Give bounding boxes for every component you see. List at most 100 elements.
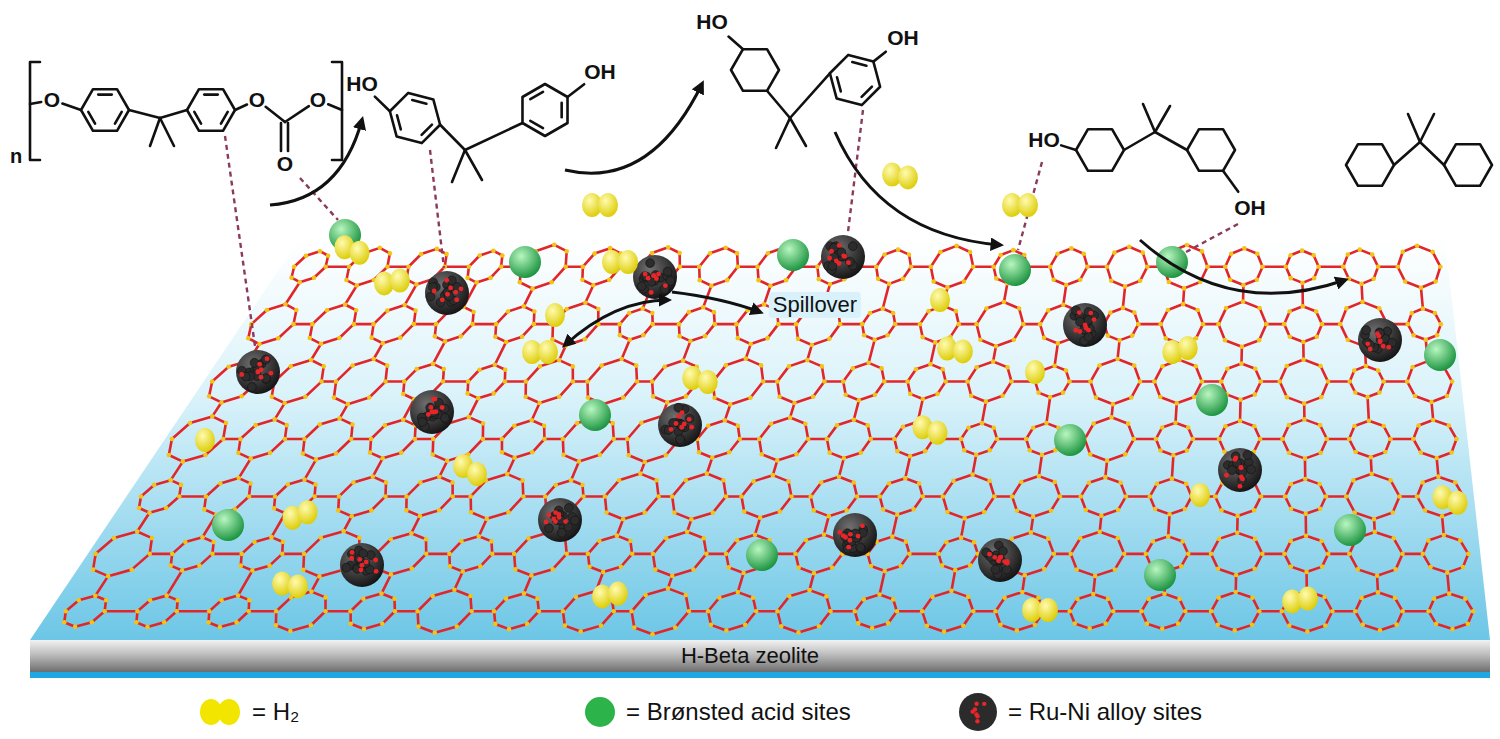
legend-swatch [585, 697, 615, 727]
bond [287, 123, 290, 151]
si-atom [1093, 574, 1098, 579]
alloy-atom [1233, 456, 1238, 461]
si-atom [319, 536, 324, 541]
si-atom [621, 395, 626, 400]
si-atom [991, 264, 996, 269]
leader-line [430, 150, 444, 268]
alloy-atom [679, 425, 684, 430]
si-atom [1259, 379, 1264, 384]
si-atom [1042, 336, 1047, 341]
si-atom [351, 480, 356, 485]
si-atom [1394, 622, 1399, 627]
si-atom [920, 335, 925, 340]
si-atom [1447, 423, 1452, 428]
si-atom [1158, 448, 1163, 453]
alloy-atom [1224, 473, 1229, 478]
si-atom [282, 401, 287, 406]
si-atom [532, 309, 537, 314]
si-atom [1223, 424, 1228, 429]
si-atom [505, 472, 510, 477]
si-atom [908, 392, 913, 397]
metal-atom [642, 272, 651, 281]
si-atom [1458, 538, 1463, 543]
si-atom [1413, 394, 1418, 399]
si-atom [925, 623, 930, 628]
si-atom [688, 339, 693, 344]
particle-body [959, 693, 997, 731]
metal-atom [848, 242, 857, 251]
si-atom [994, 276, 999, 281]
alloy-atom [982, 702, 986, 706]
si-atom [380, 622, 385, 627]
si-atom [1381, 379, 1386, 384]
metal-atom [1002, 565, 1011, 574]
si-atom [1353, 450, 1358, 455]
si-atom [1123, 452, 1128, 457]
metal-atom [436, 298, 445, 307]
si-atom [1048, 264, 1053, 269]
si-atom [650, 251, 655, 256]
si-atom [1300, 281, 1305, 286]
si-atom [779, 624, 784, 629]
si-atom [1146, 597, 1151, 602]
si-atom [435, 247, 440, 252]
si-atom [1288, 539, 1293, 544]
si-atom [385, 363, 390, 368]
si-atom [1415, 494, 1420, 499]
si-atom [1201, 322, 1206, 327]
si-atom [920, 494, 925, 499]
spillover-arrow [672, 292, 760, 312]
alloy-atom [677, 414, 682, 419]
si-atom [1068, 552, 1073, 557]
si-atom [908, 454, 913, 459]
si-atom [269, 535, 274, 540]
atom-label: HO [1028, 128, 1060, 151]
si-atom [443, 339, 448, 344]
bond [285, 106, 309, 122]
si-atom [493, 363, 498, 368]
atom-label: OH [584, 60, 616, 83]
si-atom [1238, 419, 1243, 424]
spillover-arrow [565, 300, 668, 345]
si-atom [1215, 623, 1220, 628]
alloy-atom [856, 534, 861, 539]
alloy-atom [557, 515, 562, 520]
si-atom [685, 529, 690, 534]
alloy-atom [992, 555, 997, 560]
si-atom [318, 249, 323, 254]
metal-atom [564, 504, 573, 513]
si-atom [557, 358, 562, 363]
si-atom [1426, 538, 1431, 543]
si-atom [882, 252, 887, 257]
si-atom [1113, 567, 1118, 572]
si-atom [1185, 243, 1190, 248]
alloy-atom [265, 356, 270, 361]
si-atom [812, 571, 817, 576]
si-atom [354, 283, 359, 288]
si-atom [626, 453, 631, 458]
si-atom [1453, 480, 1458, 485]
si-atom [1031, 425, 1036, 430]
process-label: Spillover [769, 292, 861, 318]
si-atom [931, 279, 936, 284]
metal-atom [845, 257, 854, 266]
si-atom [307, 336, 312, 341]
ru-ni-particle [340, 543, 384, 587]
si-atom [683, 478, 688, 483]
si-atom [1255, 251, 1260, 256]
si-atom [301, 451, 306, 456]
si-atom [1000, 393, 1005, 398]
si-atom [1450, 627, 1455, 632]
si-atom [1108, 310, 1113, 315]
si-atom [1434, 622, 1439, 627]
si-atom [1432, 596, 1437, 601]
si-atom [673, 625, 678, 630]
si-atom [499, 264, 504, 269]
si-atom [553, 483, 558, 488]
si-atom [578, 629, 583, 634]
si-atom [521, 494, 526, 499]
si-atom [820, 364, 825, 369]
alloy-atom [1239, 465, 1244, 470]
si-atom [512, 455, 517, 460]
si-atom [954, 244, 959, 249]
